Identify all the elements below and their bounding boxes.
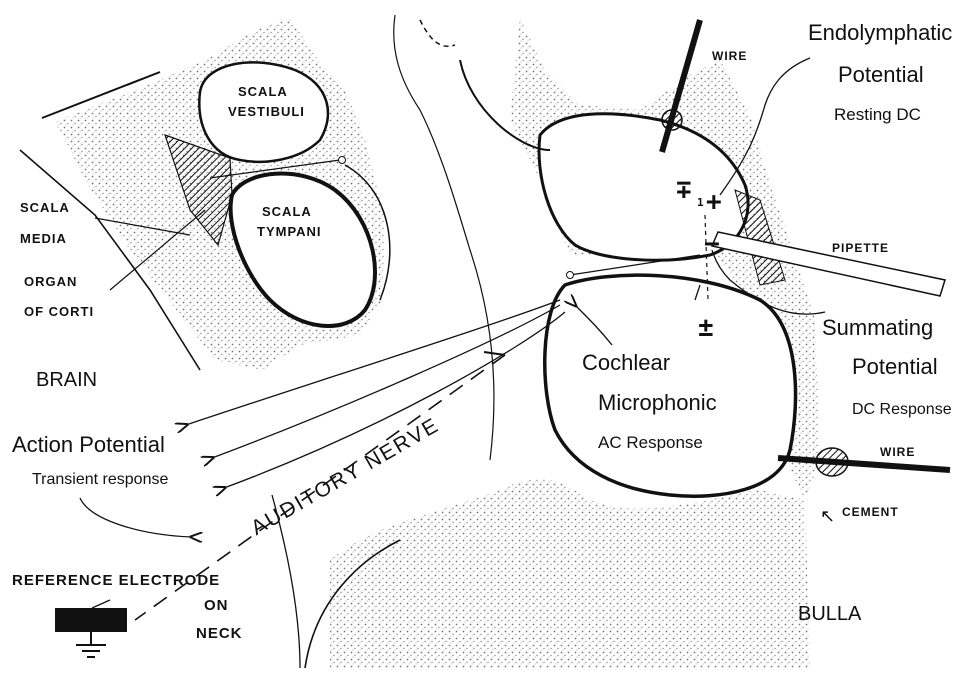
inset-probe-tip <box>339 157 346 164</box>
separator-curve <box>394 15 494 460</box>
scala-tympani-label-1: SCALA <box>262 204 312 219</box>
endolymphatic-label-1: Endolymphatic <box>808 20 952 45</box>
minus-plus-symbol: ∓ <box>676 175 692 205</box>
reference-leader <box>92 600 110 608</box>
scala-vestibuli-label-2: VESTIBULI <box>228 104 305 119</box>
bulla-bone-bottom <box>330 479 810 668</box>
scala-media-label-1: SCALA <box>20 200 70 215</box>
summating-label-2: Potential <box>852 354 938 379</box>
organ-of-corti-label-1: ORGAN <box>24 274 77 289</box>
reference-electrode-label: REFERENCE ELECTRODE <box>12 572 220 589</box>
reference-electrode-block <box>55 608 127 632</box>
cochlear-label-1: Cochlear <box>582 350 670 375</box>
top-wire-label: WIRE <box>712 49 747 63</box>
minus-symbol: − <box>704 229 720 259</box>
cochlear-label-3: AC Response <box>598 433 703 452</box>
summating-label-1: Summating <box>822 315 933 340</box>
cochlear-label-2: Microphonic <box>598 390 717 415</box>
nerve-tick <box>484 352 505 355</box>
cement-label: CEMENT <box>842 505 899 519</box>
plus-symbol: + <box>706 187 722 217</box>
ground-symbol <box>55 608 127 657</box>
endolymphatic-label-3: Resting DC <box>834 105 921 124</box>
transient-arrow <box>80 498 192 537</box>
top-wire-cement <box>662 110 682 130</box>
neck-label: NECK <box>196 625 243 642</box>
endolymphatic-label-2: Potential <box>838 62 924 87</box>
lower-chamber <box>545 275 796 496</box>
bulla-label: BULLA <box>798 603 862 625</box>
summating-label-3: DC Response <box>852 401 952 418</box>
scala-media-label-2: MEDIA <box>20 231 67 246</box>
bottom-wire-cement <box>816 448 848 476</box>
cement-arrow-symbol: ↖ <box>820 506 835 526</box>
on-label: ON <box>204 597 229 614</box>
plus-minus-symbol: ± <box>698 313 714 343</box>
brain-label: BRAIN <box>36 369 97 391</box>
bottom-wire-label: WIRE <box>880 445 915 459</box>
nerve-probe-tip <box>567 272 574 279</box>
transient-response-label: Transient response <box>32 471 168 488</box>
scala-vestibuli-label-1: SCALA <box>238 84 288 99</box>
scala-tympani-label-2: TYMPANI <box>257 224 322 239</box>
top-dashed-curve <box>420 20 455 46</box>
pipette-label: PIPETTE <box>832 241 889 255</box>
subscript-one: 1 <box>697 196 704 209</box>
action-potential-label: Action Potential <box>12 432 165 457</box>
organ-of-corti-label-2: OF CORTI <box>24 304 94 319</box>
